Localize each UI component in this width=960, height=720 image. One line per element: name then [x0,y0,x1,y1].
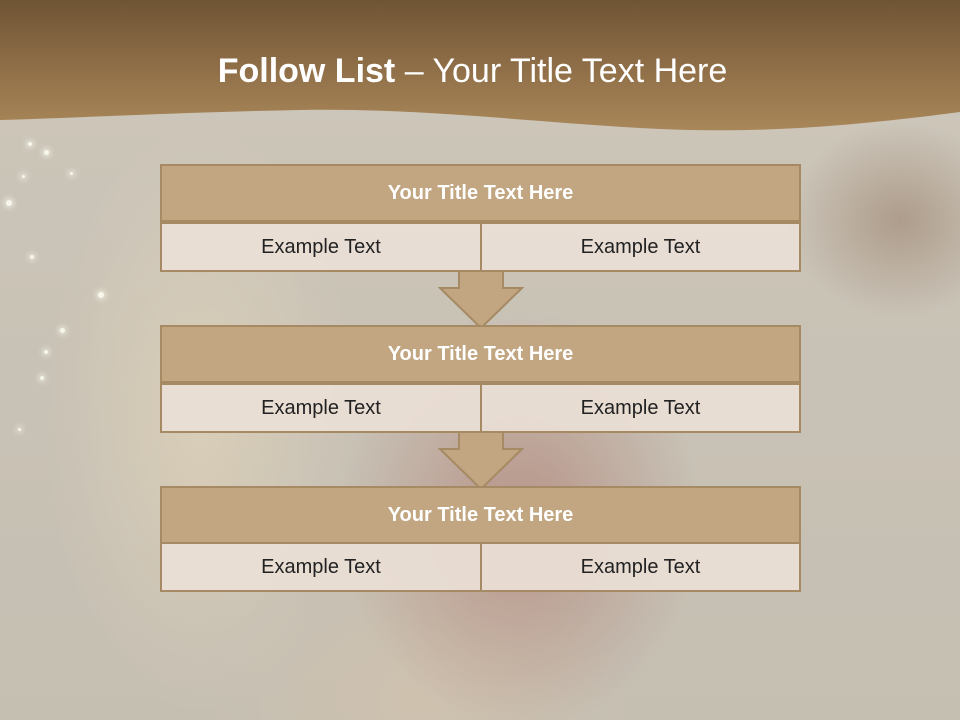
sparkle [60,328,65,333]
sparkle [70,172,73,175]
sparkle [22,175,25,178]
step-cell-left: Example Text [160,542,482,592]
down-arrow-icon [438,431,524,491]
step-cell-right: Example Text [480,222,801,272]
step-cell-left: Example Text [160,383,482,433]
slide-title-bold: Follow List [217,52,396,90]
sparkle [28,142,32,146]
sparkle [18,428,21,431]
down-arrow-icon [438,270,524,330]
step-cell-left: Example Text [160,222,482,272]
step-block-2: Your Title Text Here Example Text Exampl… [160,325,801,433]
slide-title: Follow List – Your Title Text Here [0,52,945,91]
step-block-3: Your Title Text Here Example Text Exampl… [160,486,801,592]
step-cell-right: Example Text [480,383,801,433]
step-title: Your Title Text Here [160,325,801,383]
step-block-1: Your Title Text Here Example Text Exampl… [160,164,801,272]
sparkle [44,150,49,155]
sparkle [6,200,12,206]
header-band [0,0,960,131]
sparkle [40,376,44,380]
slide-title-rest: – Your Title Text Here [395,52,728,90]
step-cell-right: Example Text [480,542,801,592]
sparkle [98,292,104,298]
step-title: Your Title Text Here [160,486,801,544]
sparkle [44,350,48,354]
sparkle [30,255,34,259]
step-title: Your Title Text Here [160,164,801,222]
